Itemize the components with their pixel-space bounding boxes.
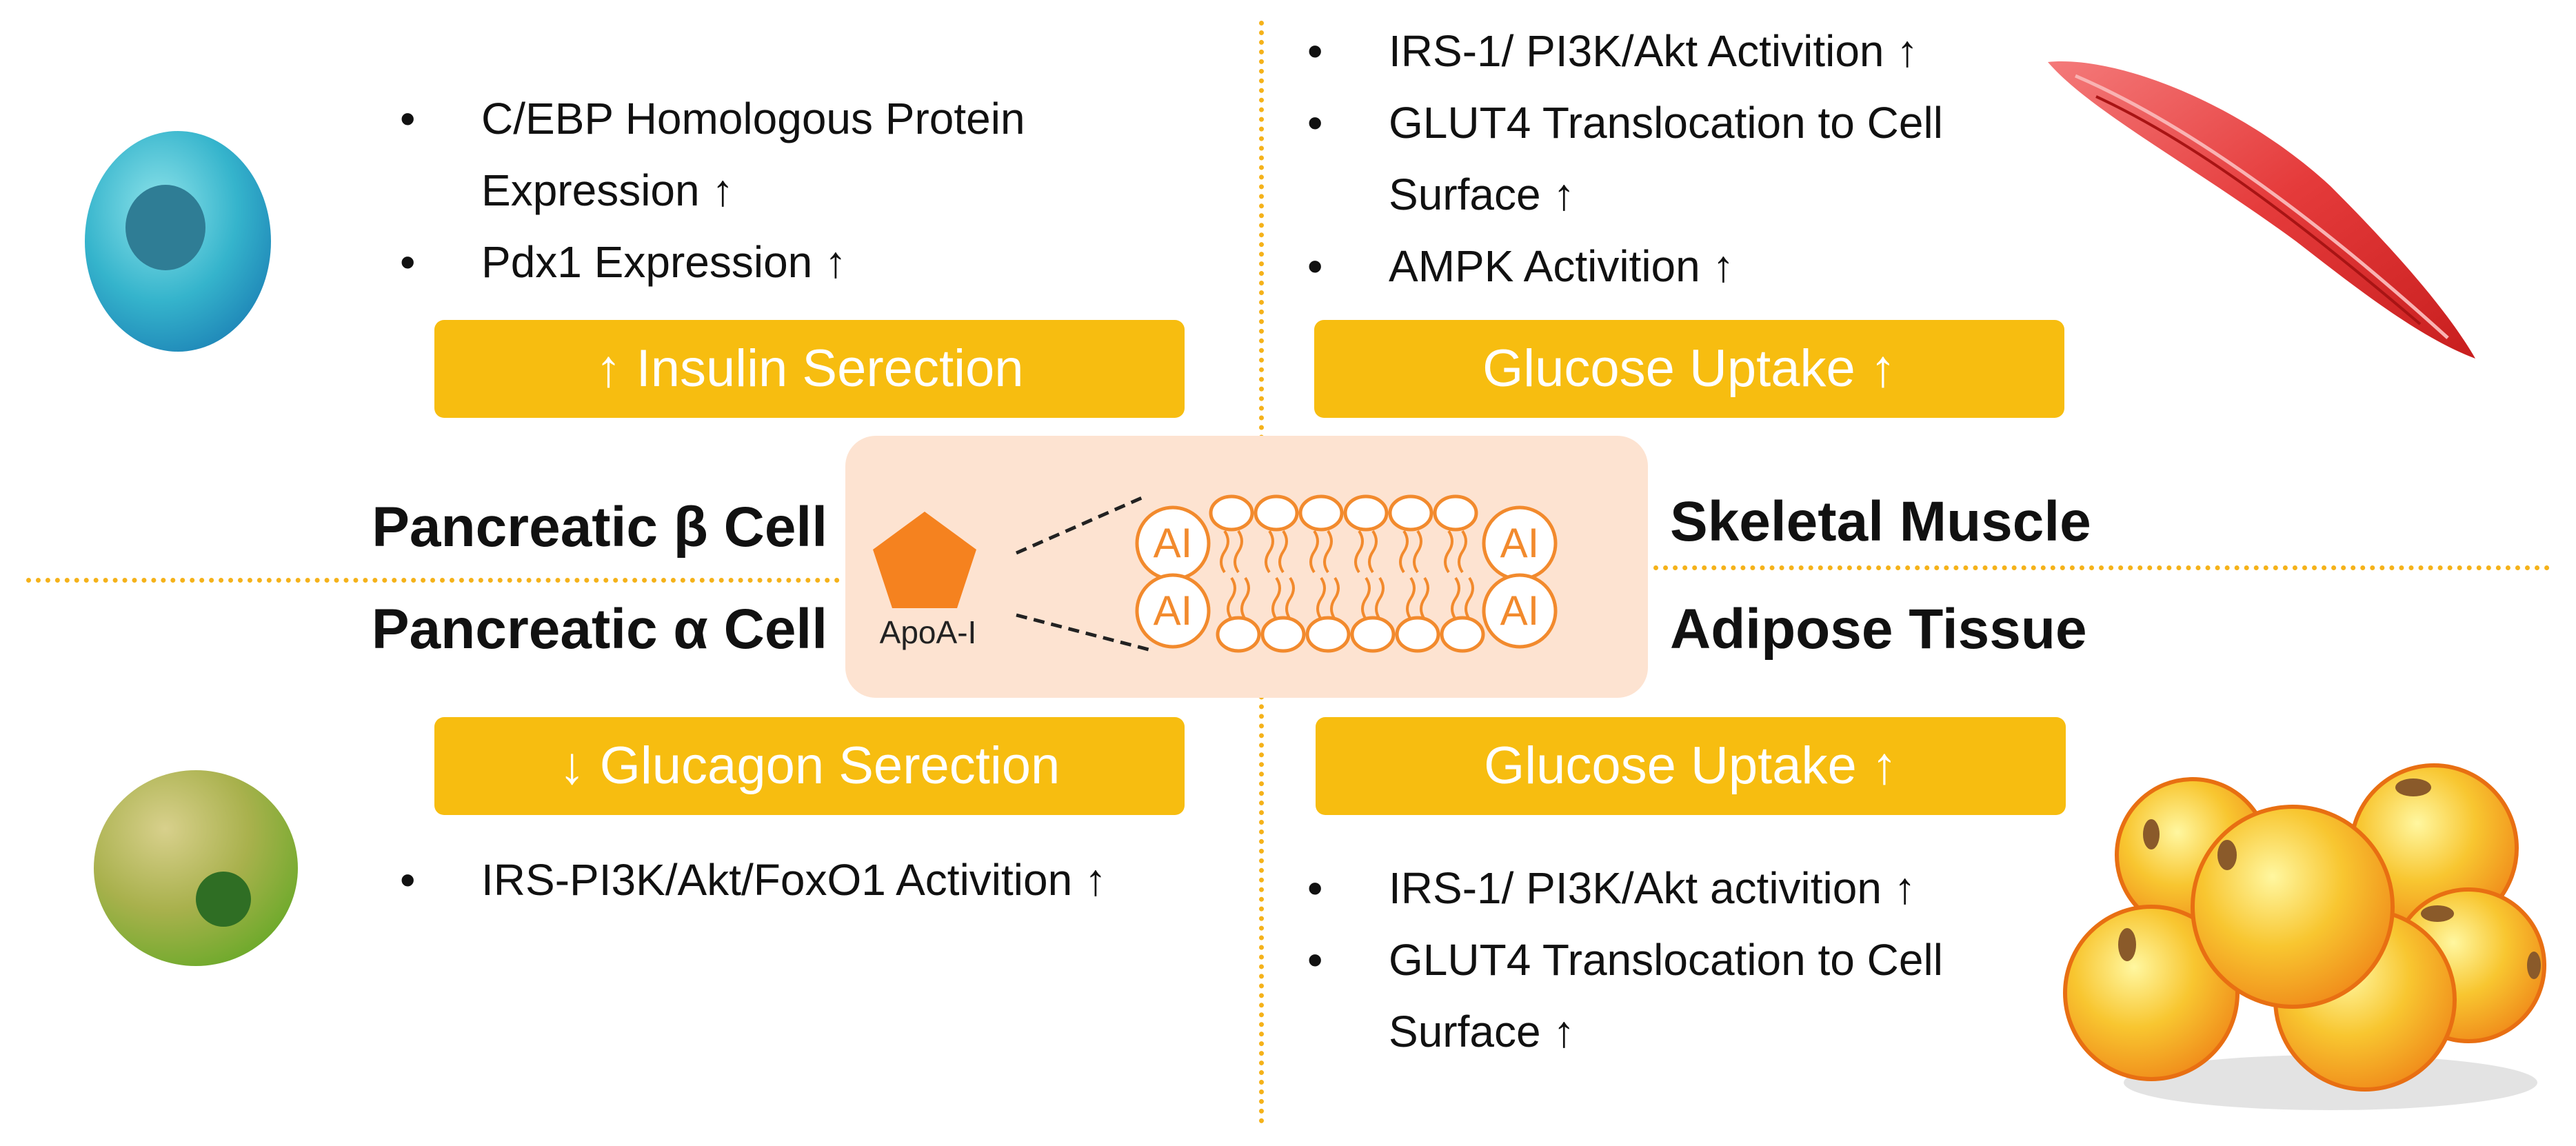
apoa1-label: ApoA-I	[879, 614, 977, 650]
horizontal-divider-left	[26, 578, 840, 583]
hdl-center-panel: ApoA-I	[845, 436, 1648, 698]
adipose-tissue-label: Adipose Tissue	[1670, 598, 2087, 661]
list-item: IRS-PI3K/Akt/FoxO1 Activition ↑	[386, 844, 1227, 916]
beta-cell-effects-list: C/EBP Homologous Protein Expression ↑ Pd…	[386, 83, 1145, 298]
ai-label-top-left: AI	[1153, 520, 1193, 566]
ai-label-bottom-left: AI	[1153, 587, 1193, 634]
pancreatic-beta-cell-label: Pancreatic β Cell	[372, 496, 827, 559]
glucose-uptake-banner-bottom: Glucose Uptake ↑	[1316, 717, 2066, 815]
list-item: Pdx1 Expression ↑	[386, 226, 1145, 298]
alpha-cell-icon	[94, 770, 298, 966]
skeletal-muscle-effects-list: IRS-1/ PI3K/Akt Activition ↑ GLUT4 Trans…	[1294, 15, 2080, 302]
adipose-tissue-effects-list: IRS-1/ PI3K/Akt activition ↑ GLUT4 Trans…	[1294, 852, 2080, 1067]
insulin-secretion-banner: ↑ Insulin Serection	[434, 320, 1185, 418]
list-item: GLUT4 Translocation to Cell Surface ↑	[1294, 87, 2080, 230]
alpha-cell-effects-list: IRS-PI3K/Akt/FoxO1 Activition ↑	[386, 844, 1227, 916]
list-item: IRS-1/ PI3K/Akt activition ↑	[1294, 852, 2080, 924]
pancreatic-alpha-cell-label: Pancreatic α Cell	[371, 598, 827, 661]
adipose-tissue-icon	[2063, 763, 2546, 1110]
glucose-uptake-banner-top: Glucose Uptake ↑	[1314, 320, 2064, 418]
skeletal-muscle-icon	[2048, 61, 2475, 359]
ai-circle-bottom-right	[1482, 573, 1558, 649]
list-item: AMPK Activition ↑	[1294, 230, 2080, 302]
glucagon-secretion-banner: ↓ Glucagon Serection	[434, 717, 1185, 815]
ai-label-bottom-right: AI	[1500, 587, 1540, 634]
ai-label-top-right: AI	[1500, 520, 1540, 566]
list-item: IRS-1/ PI3K/Akt Activition ↑	[1294, 15, 2080, 87]
skeletal-muscle-label: Skeletal Muscle	[1670, 490, 2091, 553]
apoa1-pentagon-icon	[873, 512, 976, 608]
hdl-particle-icon	[1015, 494, 1558, 653]
ai-circle-bottom-left	[1135, 573, 1211, 649]
list-item: GLUT4 Translocation to Cell Surface ↑	[1294, 924, 2080, 1067]
list-item: C/EBP Homologous Protein Expression ↑	[386, 83, 1145, 226]
beta-cell-icon	[85, 131, 271, 352]
horizontal-divider-right	[1653, 565, 2550, 570]
